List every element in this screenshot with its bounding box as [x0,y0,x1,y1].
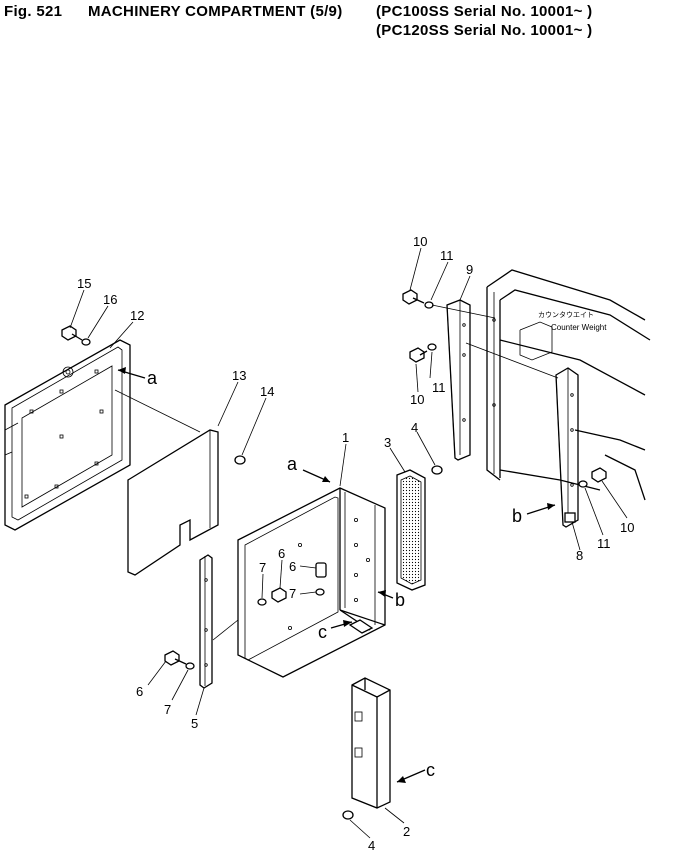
callout-13: 13 [232,368,246,383]
part-11-washer-right [578,480,588,488]
callout-6-frame: 6 [278,546,285,561]
reference-arrow-c-frame [330,620,353,629]
ref-a-frame: a [287,454,298,474]
part-6-knob [315,562,327,578]
callout-3: 3 [384,435,391,450]
part-15-bolt [61,325,83,341]
part-8-bracket [555,367,579,528]
reference-arrow-c-block [396,769,426,783]
callout-1: 1 [342,430,349,445]
part-16-washer [81,338,91,346]
serial-range-pc120ss: (PC120SS Serial No. 10001~ ) [376,22,593,39]
callout-6-lower: 6 [136,684,143,699]
part-11-washer-upper [424,301,434,309]
part-10-bolt-right [591,467,607,483]
reference-arrow-a-frame [302,469,331,483]
callout-10-right: 10 [620,520,634,535]
ref-b-frame: b [395,590,405,610]
callout-5: 5 [191,716,198,731]
part-10-bolt-middle [409,347,428,363]
part-7-washer-lower [185,662,195,670]
callout-16: 16 [103,292,117,307]
counterweight-label-jp: カウンタウエイト [538,310,594,319]
counterweight-label-en: Counter Weight [551,323,607,332]
counterweight-structure: カウンタウエイト Counter Weight [486,269,651,501]
part-3-filter-pad [396,469,426,591]
part-7-washer-frame-a [257,598,267,606]
callout-9: 9 [466,262,473,277]
figure-title: MACHINERY COMPARTMENT (5/9) [88,3,343,20]
callout-11-right: 11 [597,536,611,551]
callout-2: 2 [403,824,410,839]
figure-number: Fig. 521 [4,3,63,20]
part-6-bolt-frame-a [271,587,287,603]
part-12-door-panel [4,339,131,531]
figure-header: Fig. 521 MACHINERY COMPARTMENT (5/9) (PC… [0,0,675,48]
callout-12: 12 [130,308,144,323]
callout-11-upper: 11 [440,248,454,263]
part-9-bracket [446,299,471,461]
callout-6-knob: 6 [289,559,296,574]
part-2-cover-block [351,677,391,809]
part-5-strip [199,554,213,689]
callout-10-upper: 10 [413,234,427,249]
callout-14: 14 [260,384,274,399]
part-11-washer-middle [427,343,437,351]
serial-range-pc100ss: (PC100SS Serial No. 10001~ ) [376,3,593,20]
callout-8: 8 [576,548,583,563]
callout-11-middle: 11 [432,380,446,395]
part-14-washer [234,455,246,465]
ref-c-frame: c [318,622,327,642]
reference-arrow-a-door [117,367,146,379]
part-7-washer-frame-b [315,588,325,596]
part-1-frame [237,487,386,678]
reference-arrow-b-frame [377,590,394,599]
callout-leaders [69,247,628,839]
callout-labels: 15 16 12 13 14 1 3 4 10 11 9 11 10 7 6 6… [77,234,634,852]
callout-4-lower: 4 [368,838,375,852]
reference-arrow-b-bracket [526,503,556,515]
part-13-insulation-sheet [127,429,219,576]
callout-7-frame-b: 7 [289,586,296,601]
ref-c-block: c [426,760,435,780]
part-6-bolt-lower [164,650,187,666]
callout-10-middle: 10 [410,392,424,407]
callout-7-lower: 7 [164,702,171,717]
part-4-washer-upper [431,465,443,475]
part-10-bolt-upper [402,289,425,305]
callout-7-frame-a: 7 [259,560,266,575]
callout-15: 15 [77,276,91,291]
ref-a-door: a [147,368,158,388]
part-4-washer-lower [342,810,354,820]
callout-4-upper: 4 [411,420,418,435]
ref-b-bracket: b [512,506,522,526]
